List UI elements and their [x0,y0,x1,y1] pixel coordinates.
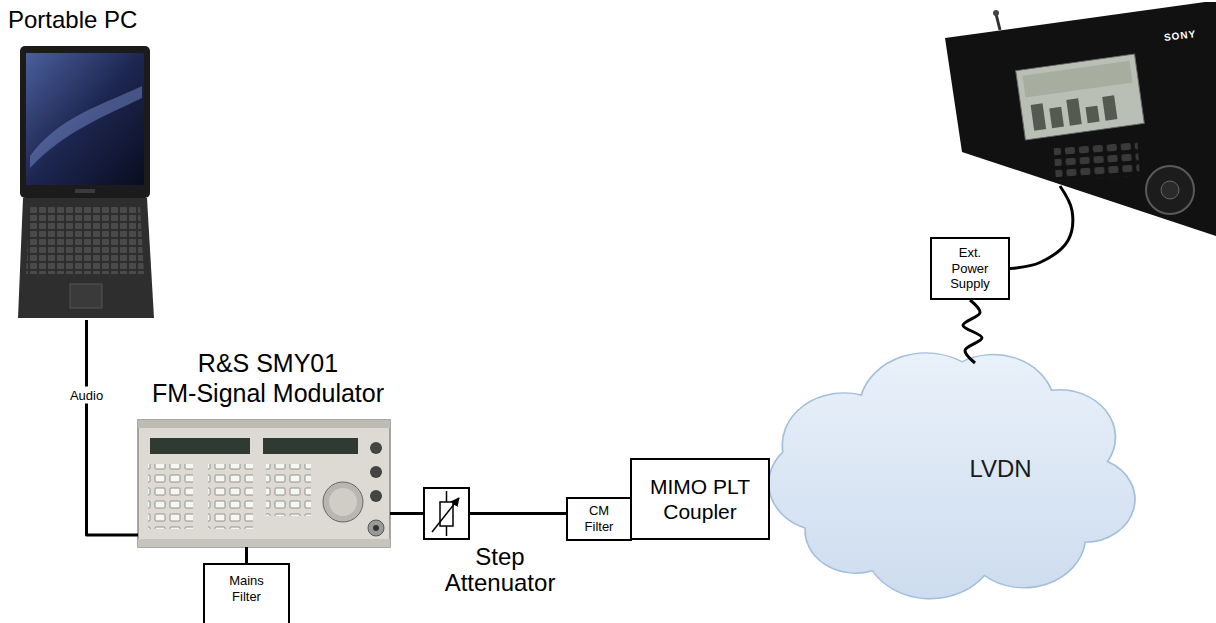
signal-generator-illustration-part [323,482,363,522]
radio-illustration-part-part [1085,106,1099,124]
network-cloud-shape-part [769,353,1135,599]
signal-generator-illustration-part [150,438,250,454]
signal-generator-illustration [138,420,390,547]
radio-receiver: SONY [940,0,1216,240]
connector-wire [87,320,139,535]
laptop-illustration-part [30,86,142,168]
radio-illustration-part [993,10,999,16]
radio-illustration-part [996,14,1000,30]
signal-generator-illustration-part [266,464,311,516]
node-label: FM-Signal Modulator [130,378,406,408]
signal-generator-illustration-part [370,442,382,454]
connector-wire [1010,186,1073,269]
signal-generator-illustration-part [138,420,390,547]
filter-box: CM Filter [566,497,632,541]
radio-illustration-part [1054,142,1140,181]
laptop-illustration-part [26,206,144,274]
power-supply-box: Ext. Power Supply [930,237,1010,300]
node-label: Mains Filter [215,573,278,604]
edge-label: Audio [67,387,106,404]
radio-illustration-part-part [1102,95,1117,120]
pc-illustration-area [20,46,153,320]
connector-wire [390,512,423,515]
laptop-illustration-part [20,46,150,198]
node-label: LVDN [969,455,1031,484]
radio-illustration-part-part [1054,142,1140,181]
coupler-box: MIMO PLT Coupler [630,458,770,540]
signal-generator-illustration-part [138,539,390,547]
network-cloud-shape [769,353,1135,599]
radio-illustration-part-part [1016,54,1145,140]
step-attenuator-symbol-part [432,498,459,532]
node-label: R&S SMY01 [130,348,406,378]
step-attenuator-symbol-part [446,491,448,502]
laptop-illustration-part [18,198,154,318]
connector-wire [245,547,248,563]
signal-generator-illustration-part [208,464,253,529]
signal-generator: R&S SMY01FM-Signal Modulator [130,348,406,548]
radio-illustration-part-part [1022,61,1132,98]
signal-generator-illustration-part [148,464,193,529]
filter-box: Mains Filter [203,563,290,623]
signal-generator-illustration-part [368,520,384,536]
radio-illustration-part-part [1031,103,1047,130]
signal-generator-illustration-part [263,438,358,454]
signal-generator-illustration-part [329,488,357,516]
pc-illustration: Portable PC [8,6,160,322]
network-cloud: LVDN [738,338,1143,600]
signal-generator-illustration-part [138,420,390,428]
radio-illustration-part [1146,166,1194,214]
signal-generator-illustration-part [370,466,382,478]
step-attenuator-symbol-part [446,526,448,536]
signal-generator-area [138,420,390,547]
signal-generator-illustration-part [370,490,382,502]
step-attenuator-symbol [432,491,459,536]
laptop-illustration-part [26,53,144,185]
signal-generator-illustration-part [373,525,379,531]
laptop-illustration [18,46,154,318]
node-label: MIMO PLT Coupler [640,474,760,524]
radio-illustration [945,2,1216,236]
radio-illustration-part [1016,54,1145,140]
laptop-illustration-part [70,284,102,308]
node-label: SONY [1163,28,1197,44]
radio-illustration-part-part [1049,107,1064,128]
node-label: Portable PC [8,6,160,35]
laptop-illustration-part [75,189,95,193]
attenuator-box: Step Attenuator [423,487,470,540]
radio-illustration-part-part [1066,98,1082,125]
connector-wire [963,300,982,363]
node-label: Ext. Power Supply [944,245,996,292]
connector-wire [470,512,566,515]
node-label: CM Filter [576,503,622,534]
node-label: Step Attenuator [430,544,570,597]
radio-illustration-part [945,2,1216,236]
radio-illustration-part [1161,181,1179,199]
